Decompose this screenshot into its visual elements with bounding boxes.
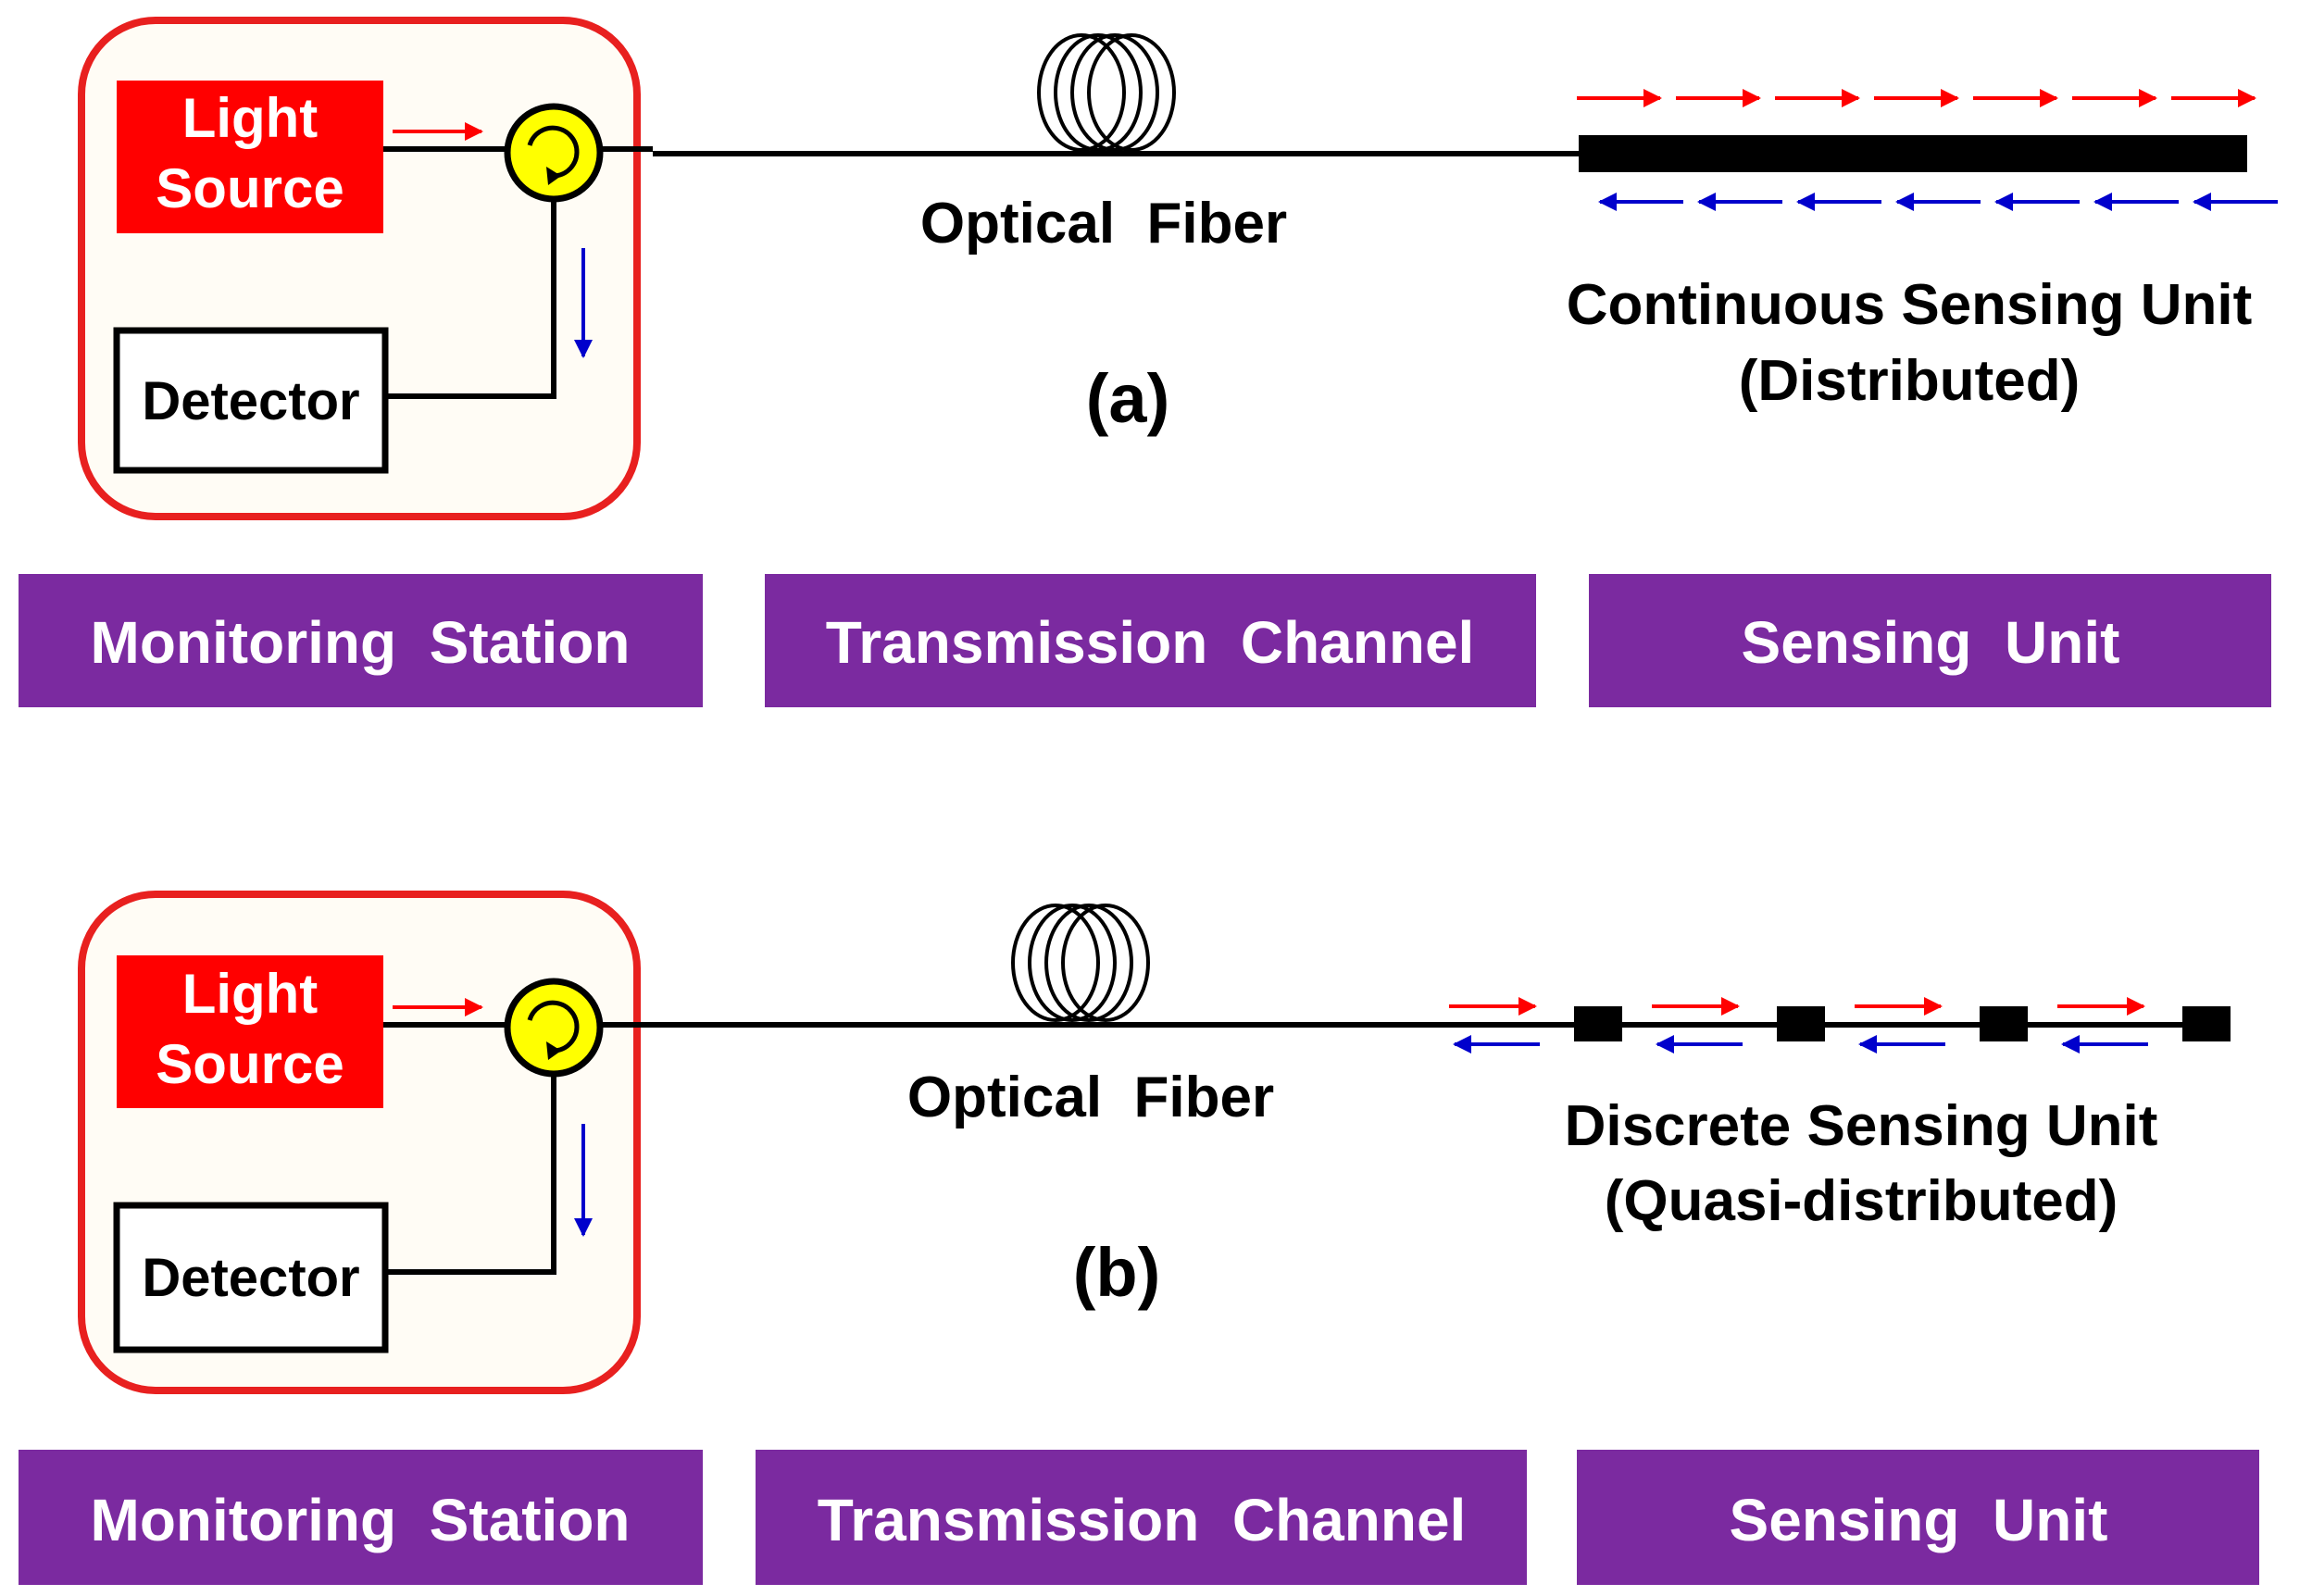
continuous-sensing-bar [1579,135,2247,172]
circulator-icon [504,978,604,1078]
sensing-element-icon [1777,1006,1825,1041]
optical-fiber-label: Optical Fiber [907,1066,1274,1129]
panel-label: (b) [1073,1234,1161,1311]
panel-b: Light Source Detector Optical Fiber (b) … [19,891,2259,1585]
detector-label: Detector [142,1248,359,1308]
banner-label: Sensing Unit [1730,1487,2108,1553]
sensing-element-icon [1980,1006,2028,1041]
banner-monitoring-station [19,1450,703,1585]
detector-label: Detector [142,371,359,431]
sensing-unit-subtitle: (Distributed) [1739,349,2081,413]
banner-transmission-channel [765,574,1536,707]
sensing-unit-subtitle: (Quasi-distributed) [1605,1169,2118,1233]
banner-label: Transmission Channel [826,609,1475,676]
sensing-unit-title: Continuous Sensing Unit [1567,273,2253,337]
banner-label: Transmission Channel [818,1487,1467,1553]
panel-label: (a) [1086,360,1169,437]
light-source-label: Light [182,87,319,149]
optical-fiber-label: Optical Fiber [920,192,1287,256]
banner-sensing-unit [1577,1450,2259,1585]
detector-box [113,1202,389,1353]
banner-label: Sensing Unit [1742,609,2120,676]
banner-label: Monitoring Station [91,609,631,676]
banner-transmission-channel [756,1450,1527,1585]
sensing-element-icon [2182,1006,2231,1041]
light-source-label: Source [156,1033,344,1095]
light-source-label: Light [182,963,319,1025]
light-source-box [117,955,383,1108]
discrete-sensing-elements [1449,997,2231,1054]
circulator-icon [504,103,604,203]
banner-label: Monitoring Station [91,1487,631,1553]
sensing-unit-title: Discrete Sensing Unit [1565,1094,2158,1158]
banner-monitoring-station [19,574,703,707]
detector-box [113,327,389,474]
banner-sensing-unit [1589,574,2271,707]
light-source-label: Source [156,157,344,219]
panel-a: Light Source Detector Optical Fiber (a) [19,17,2278,707]
light-source-box [117,81,383,233]
fiber-coil-icon [1037,33,1176,152]
fiber-coil-icon [1011,904,1150,1022]
sensing-element-icon [1574,1006,1622,1041]
